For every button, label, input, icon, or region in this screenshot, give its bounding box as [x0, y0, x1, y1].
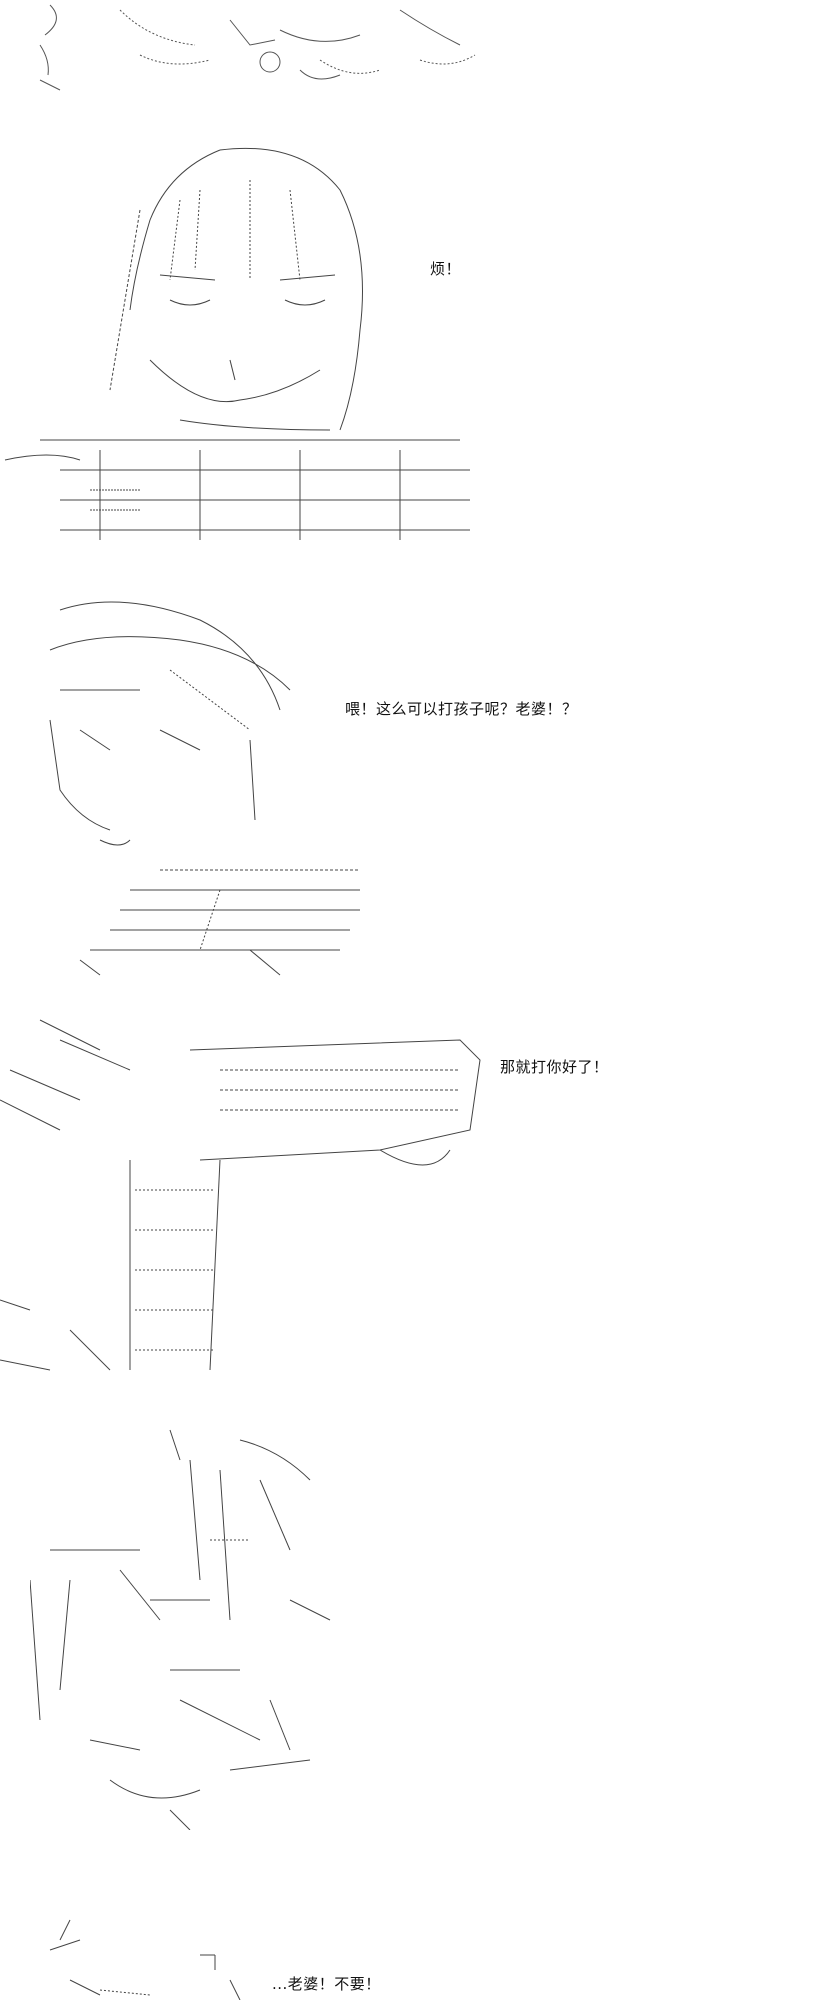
panel-1: 烦！ — [0, 130, 832, 560]
punch-art-drawing — [0, 1019, 481, 1371]
crowd-art-drawing — [39, 4, 476, 91]
speech-text: 喂！这么可以打孩子呢？老婆！？ — [345, 700, 578, 718]
ascii-art-girl — [0, 130, 470, 550]
speech-text: 那就打你好了！ — [500, 1058, 609, 1076]
ascii-art-punch — [0, 1010, 490, 1380]
panel-5: ...老婆！不要！ — [0, 1900, 832, 2000]
speech-text: 烦！ — [430, 260, 462, 278]
speech-text: ...老婆！不要！ — [272, 1975, 381, 1993]
boy-art-drawing — [49, 601, 360, 976]
ascii-art-fallen — [30, 1420, 350, 1830]
ascii-art-bottom — [40, 1900, 300, 2000]
ascii-art-boy — [20, 590, 380, 980]
panel-2: 喂！这么可以打孩子呢？老婆！？ — [0, 590, 832, 990]
ascii-art-crowd — [20, 0, 480, 95]
bottom-art-drawing — [49, 1919, 241, 2000]
girl-art-drawing — [4, 147, 470, 540]
fallen-art-drawing — [30, 1429, 331, 1830]
panel-4 — [0, 1420, 832, 1840]
panel-3: 那就打你好了！ — [0, 1010, 832, 1390]
panel-top-strip — [0, 0, 832, 100]
